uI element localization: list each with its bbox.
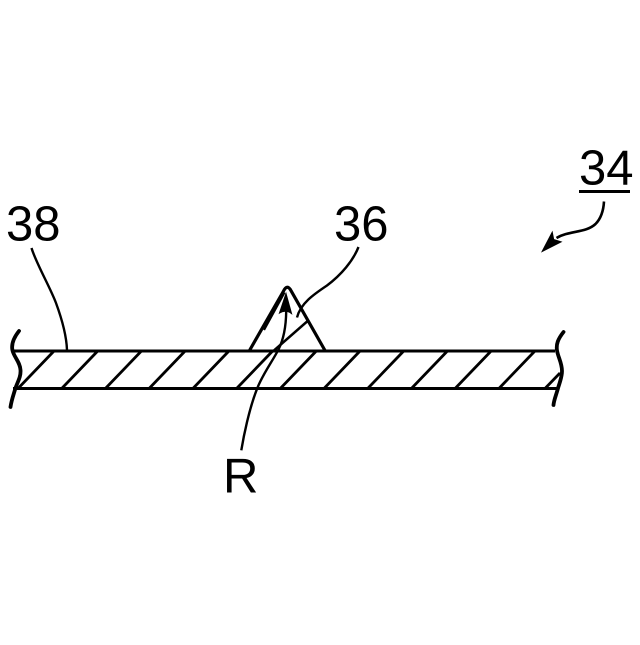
- svg-text:38: 38: [6, 198, 61, 252]
- svg-text:R: R: [223, 450, 258, 504]
- svg-text:36: 36: [334, 198, 389, 252]
- svg-text:34: 34: [579, 142, 634, 196]
